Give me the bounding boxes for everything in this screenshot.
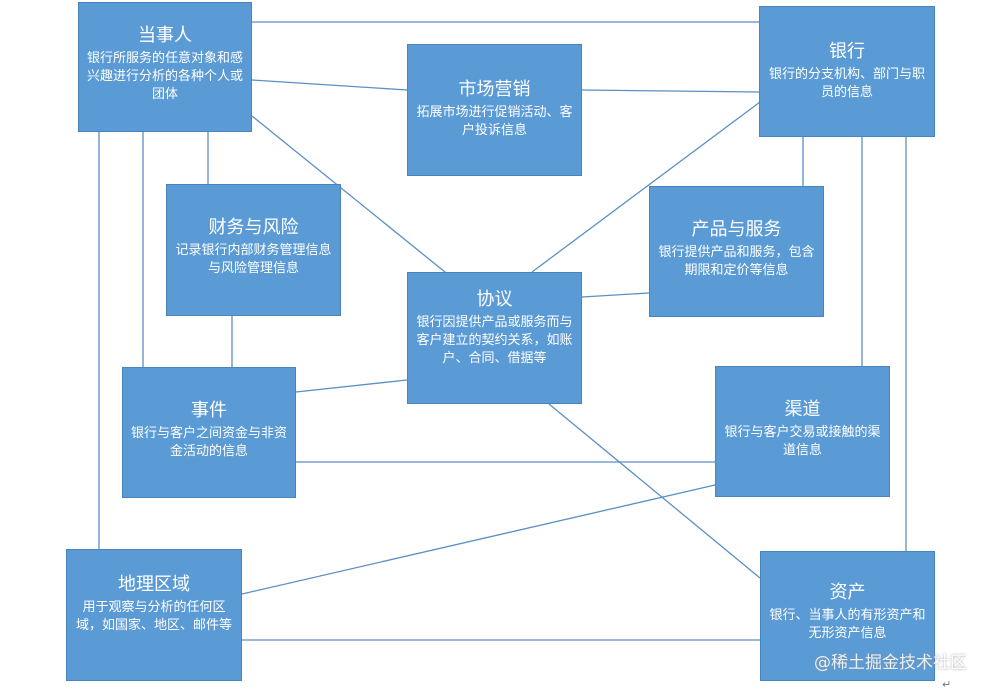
node-marketing-title: 市场营销	[458, 79, 531, 100]
node-geo-desc: 用于观察与分析的任何区域，如国家、地区、邮件等	[75, 600, 232, 633]
node-asset-title: 资产	[829, 582, 866, 603]
node-finance: 财务与风险 记录银行内部财务管理信息与风险管理信息	[166, 184, 341, 316]
node-party: 当事人 银行所服务的任意对象和感兴趣进行分析的各种个人或团体	[78, 2, 252, 132]
node-marketing: 市场营销 拓展市场进行促销活动、客户投诉信息	[407, 44, 582, 176]
link-party-marketing	[251, 79, 408, 91]
node-event-desc: 银行与客户之间资金与非资金活动的信息	[130, 426, 287, 459]
node-event: 事件 银行与客户之间资金与非资金活动的信息	[122, 367, 296, 498]
node-agreement: 协议 银行因提供产品或服务而与客户建立的契约关系，如账户、合同、借据等	[407, 272, 582, 404]
watermark: @稀土掘金技术社区	[814, 653, 967, 673]
link-marketing-bank	[581, 89, 761, 93]
node-product: 产品与服务 银行提供产品和服务，包含期限和定价等信息	[649, 186, 824, 317]
link-agreement-product	[581, 292, 650, 298]
node-channel-desc: 银行与客户交易或接触的渠道信息	[724, 425, 881, 458]
node-event-title: 事件	[191, 400, 227, 421]
node-product-desc: 银行提供产品和服务，包含期限和定价等信息	[658, 245, 815, 278]
node-geo-title: 地理区域	[118, 574, 190, 595]
node-product-title: 产品与服务	[691, 219, 782, 240]
node-agreement-desc: 银行因提供产品或服务而与客户建立的契约关系，如账户、合同、借据等	[416, 315, 573, 366]
node-party-desc: 银行所服务的任意对象和感兴趣进行分析的各种个人或团体	[86, 51, 243, 102]
node-asset-desc: 银行、当事人的有形资产和无形资产信息	[769, 608, 926, 641]
link-bank-agreement	[531, 101, 761, 273]
link-party-agreement	[251, 115, 446, 273]
link-agreement-asset	[548, 403, 761, 579]
node-asset: 资产 银行、当事人的有形资产和无形资产信息	[760, 551, 935, 681]
node-geo: 地理区域 用于观察与分析的任何区域，如国家、地区、邮件等	[66, 549, 242, 681]
link-event-agreement	[295, 379, 408, 393]
node-marketing-desc: 拓展市场进行促销活动、客户投诉信息	[416, 105, 573, 138]
paragraph-mark: ↵	[942, 678, 952, 691]
node-finance-desc: 记录银行内部财务管理信息与风险管理信息	[175, 243, 332, 276]
node-channel-title: 渠道	[784, 399, 821, 420]
node-bank-desc: 银行的分支机构、部门与职员的信息	[768, 67, 925, 100]
connector-lines	[98, 21, 907, 641]
node-bank: 银行 银行的分支机构、部门与职员的信息	[759, 6, 935, 137]
node-bank-title: 银行	[829, 41, 865, 62]
node-party-title: 当事人	[138, 25, 192, 46]
node-agreement-title: 协议	[476, 289, 513, 310]
link-channel-geo	[241, 484, 716, 595]
node-channel: 渠道 银行与客户交易或接触的渠道信息	[715, 366, 890, 497]
node-finance-title: 财务与风险	[208, 217, 299, 238]
